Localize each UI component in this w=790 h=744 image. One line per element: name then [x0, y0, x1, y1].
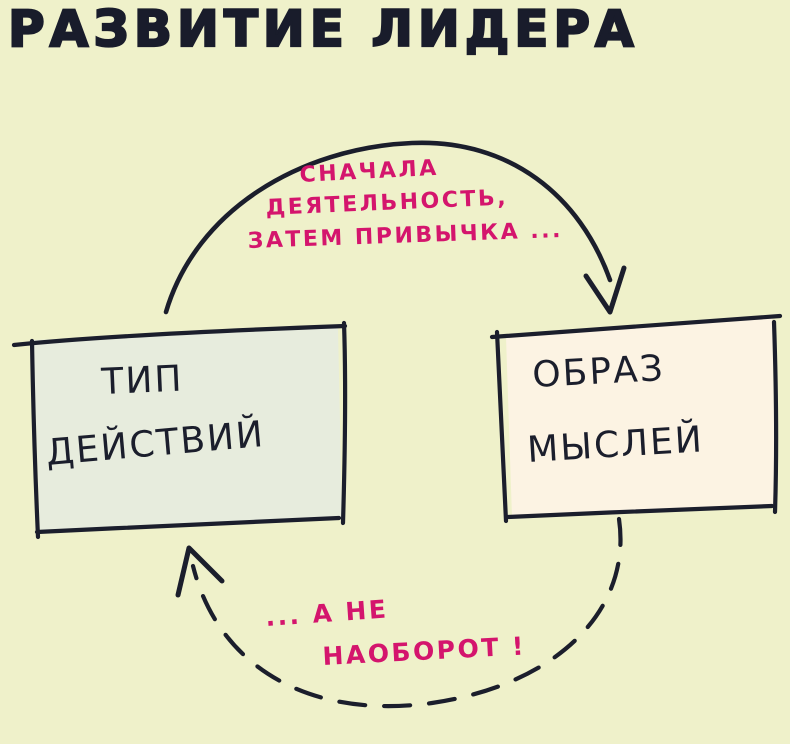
top-annotation-line3: ЗАТЕМ ПРИВЫЧКА ... [247, 218, 563, 254]
right-box-fill [506, 318, 776, 517]
right-box-label: ОБРАЗ МЫСЛЕЙ [526, 348, 705, 471]
left-box[interactable] [11, 320, 348, 540]
right-box[interactable] [489, 313, 783, 524]
right-box-border-bottom [505, 503, 775, 520]
right-box-border-right [771, 319, 779, 515]
top-annotation-line2: ДЕЯТЕЛЬНОСТЬ, [265, 185, 508, 221]
left-box-border-right [340, 320, 348, 526]
bottom-annotation-line1: ... А НЕ [264, 594, 389, 632]
right-box-border-left [494, 329, 509, 524]
top-arc-path [163, 140, 613, 315]
bottom-arc-path [190, 516, 623, 709]
left-box-border-top [11, 323, 348, 348]
page-title: РАЗВИТИЕ ЛИДЕРА [7, 0, 639, 59]
top-arrow-group [163, 140, 627, 315]
left-box-label: ТИП ДЕЙСТВИЙ [44, 358, 266, 474]
bottom-arrow-head [175, 545, 225, 598]
right-box-label-line1: ОБРАЗ [531, 348, 665, 396]
top-annotation-line1: СНАЧАЛА [299, 156, 439, 188]
right-box-label-line2: МЫСЛЕЙ [526, 418, 705, 471]
right-box-border-top [489, 313, 783, 340]
bottom-annotation-line2: НАОБОРОТ ! [322, 631, 527, 671]
left-box-border-bottom [34, 515, 342, 535]
bottom-annotation: ... А НЕ НАОБОРОТ ! [264, 594, 526, 671]
left-box-border-left [29, 338, 41, 540]
page-title-text: РАЗВИТИЕ ЛИДЕРА [8, 0, 639, 58]
top-arrow-head [583, 265, 627, 315]
left-box-label-line2: ДЕЙСТВИЙ [44, 413, 266, 474]
left-box-fill [33, 328, 342, 530]
bottom-arrow-group [175, 516, 623, 709]
top-annotation: СНАЧАЛА ДЕЯТЕЛЬНОСТЬ, ЗАТЕМ ПРИВЫЧКА ... [247, 156, 563, 254]
left-box-label-line1: ТИП [100, 358, 185, 403]
